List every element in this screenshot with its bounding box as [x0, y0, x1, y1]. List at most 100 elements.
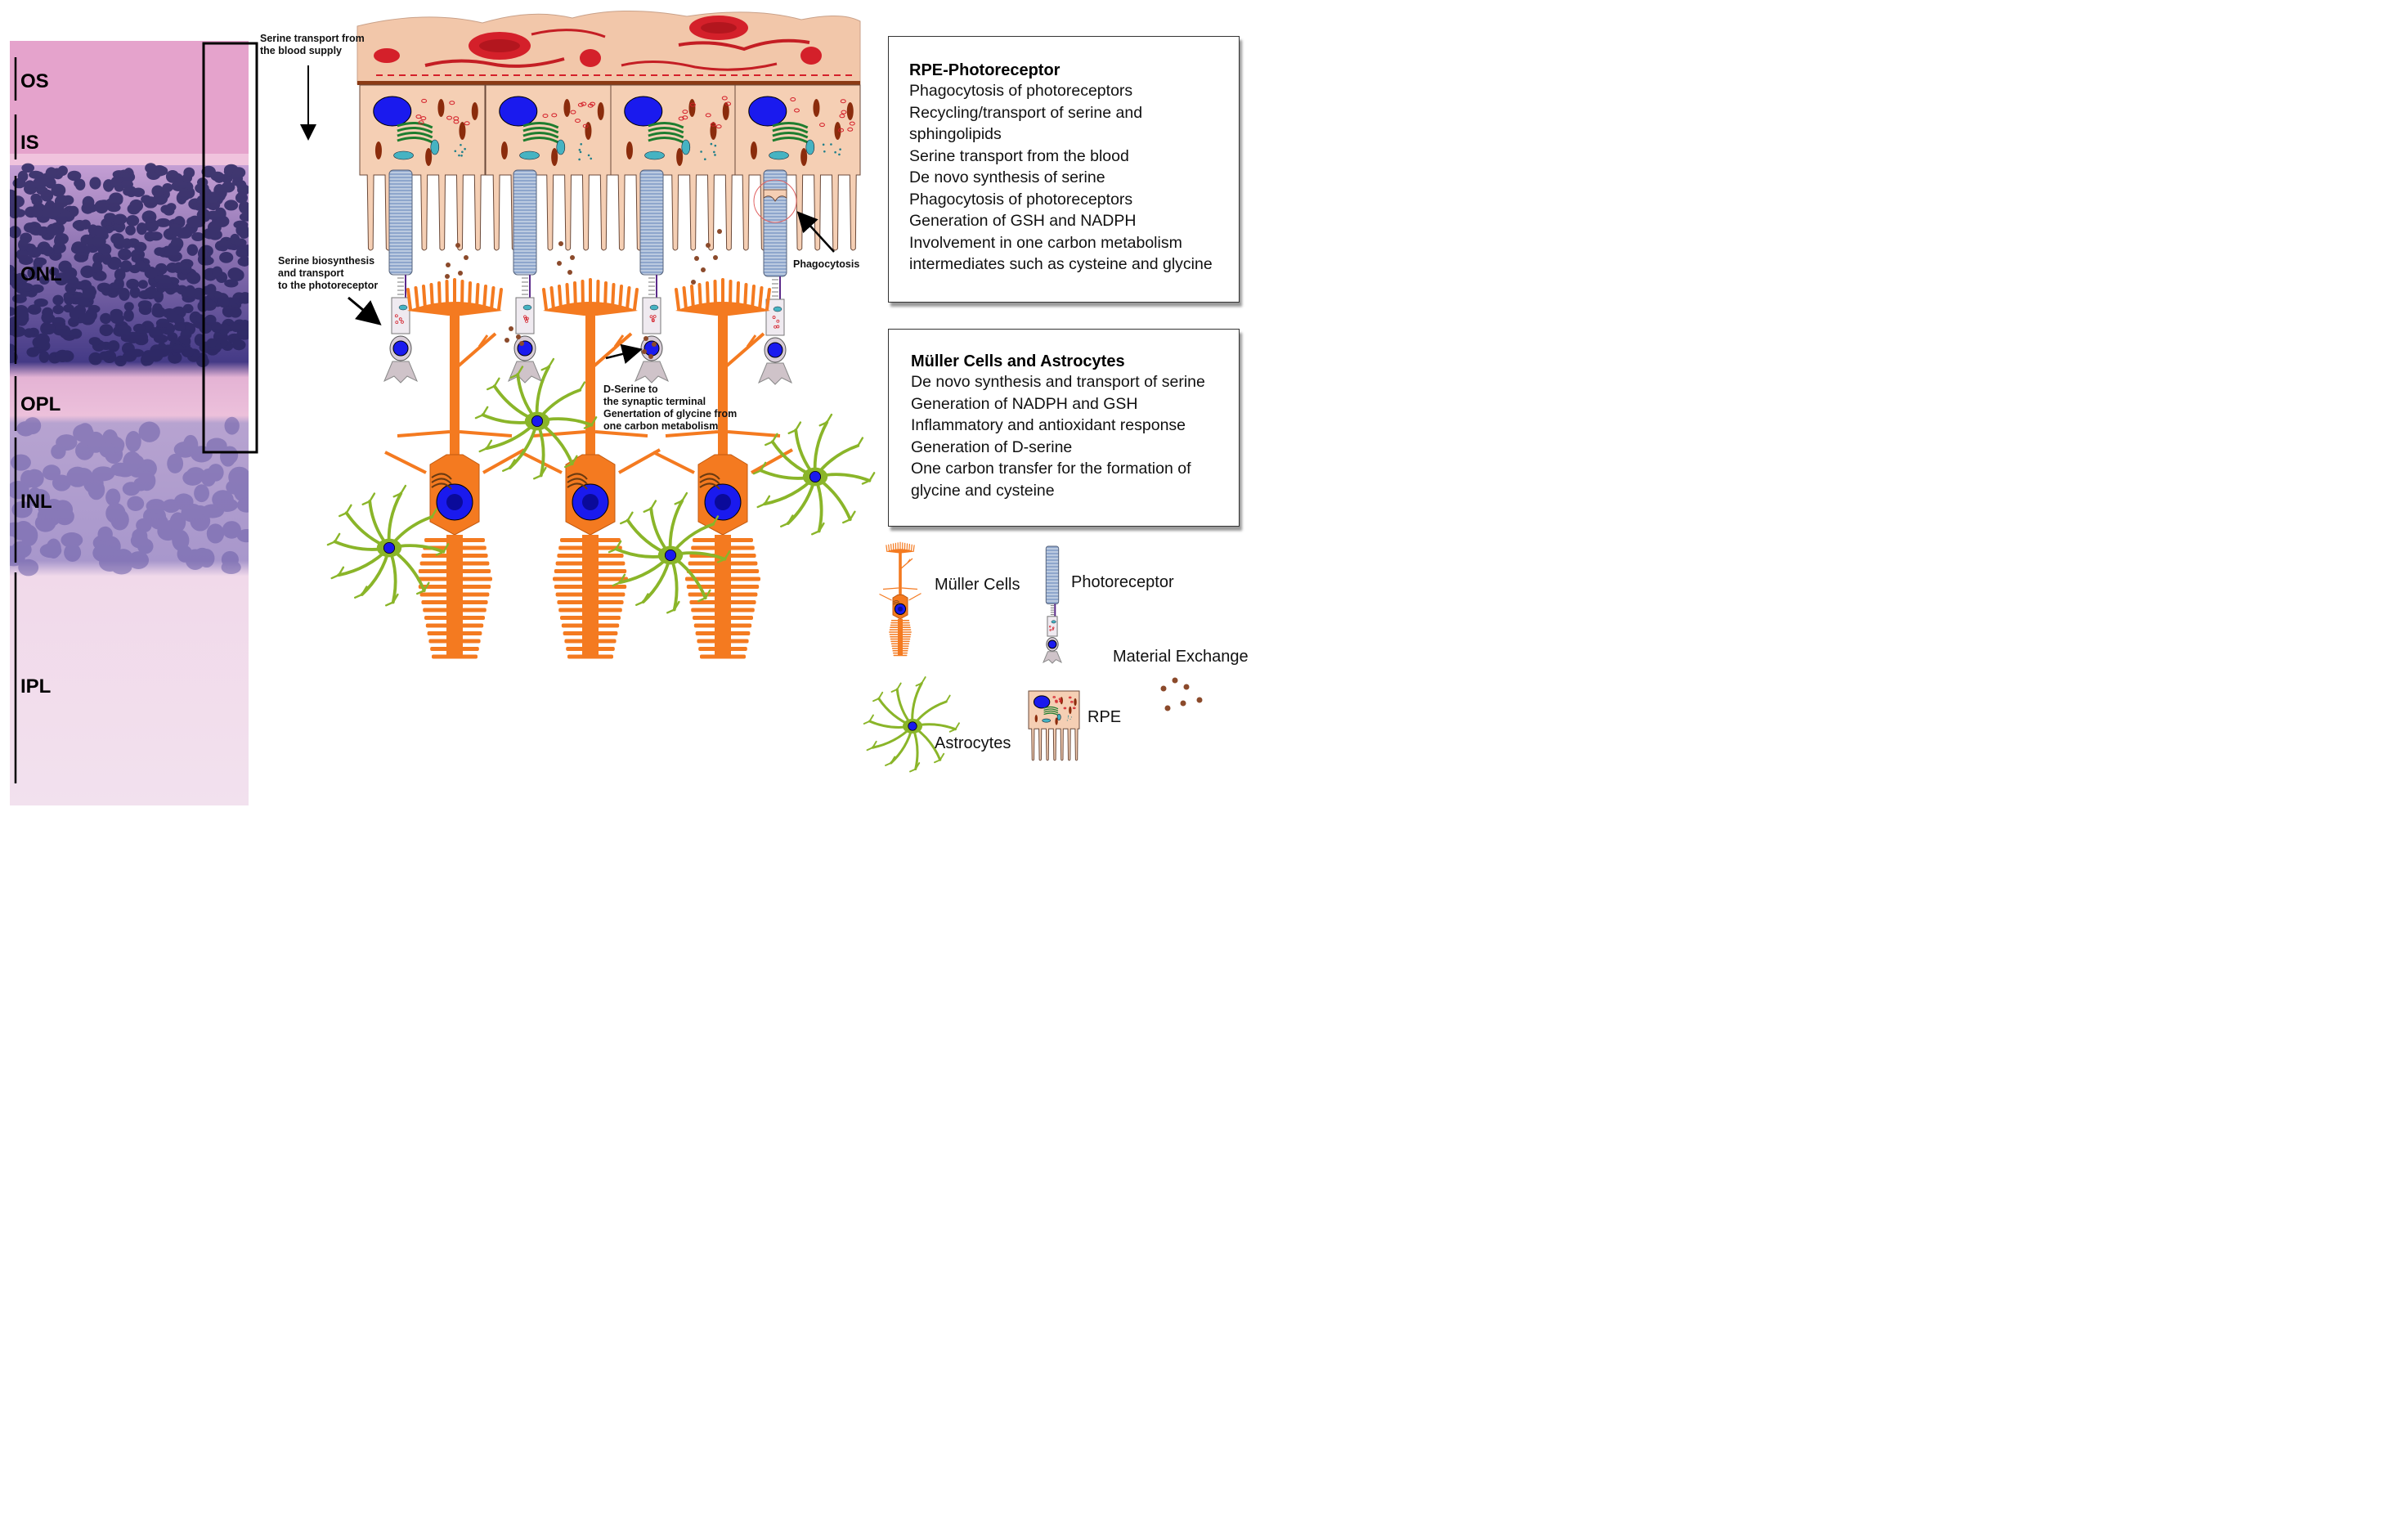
exchange-dot: [504, 338, 509, 343]
astrocyte-nucleus: [664, 549, 677, 562]
exchange-dot: [648, 354, 653, 359]
biosynthesis-arrow: [348, 296, 382, 325]
astrocyte-nucleus: [809, 470, 822, 483]
muller-trunk: [585, 312, 595, 460]
rpe-nucleus: [624, 96, 663, 127]
dserine-line-1: D-Serine to: [603, 384, 658, 395]
exchange-dot: [570, 255, 575, 260]
dserine-line-4: one carbon metabolism: [603, 420, 719, 432]
rpe-box-item: Generation of GSH and NADPH: [909, 212, 1137, 230]
exchange-dot: [458, 271, 463, 276]
rpe-box-item: De novo synthesis of serine: [909, 168, 1105, 186]
dserine-arrow: [605, 343, 643, 364]
exchange-dot: [509, 326, 513, 331]
layer-label-ipl: IPL: [20, 675, 52, 698]
layer-label-onl: ONL: [20, 263, 62, 285]
retina-section: [10, 41, 249, 805]
photoreceptor-nucleus: [643, 340, 660, 357]
muller-box-item: Inflammatory and antioxidant response: [911, 416, 1186, 434]
rpe-nucleus: [373, 96, 412, 127]
muller-box-list: De novo synthesis and transport of serin…: [911, 371, 1239, 501]
dserine-note: D-Serine to the synaptic terminal Genert…: [603, 384, 737, 433]
photoreceptors: [383, 169, 792, 385]
legend-muller-icon: [879, 541, 921, 657]
legend-rpe-label: RPE: [1087, 708, 1122, 726]
photoreceptor-outer-segment: [1045, 545, 1060, 604]
astrocyte-nucleus: [531, 415, 544, 428]
muller-trunk: [450, 312, 460, 460]
photoreceptor-synapse: [635, 361, 669, 384]
exchange-dot: [694, 256, 699, 261]
exchange-dot: [701, 267, 706, 272]
layer-label-opl: OPL: [20, 393, 61, 415]
photoreceptor-inner-segment: [391, 297, 410, 334]
exchange-dot: [464, 255, 469, 260]
exchange-dot: [519, 341, 524, 346]
legend-astrocytes-label: Astrocytes: [935, 734, 1011, 752]
biosynthesis-note: Serine biosynthesis and transport to the…: [278, 255, 378, 292]
legend-exchange-icon: [1160, 677, 1203, 711]
exchange-dot: [706, 243, 711, 248]
photoreceptor-outer-segment: [763, 169, 787, 277]
exchange-dot: [713, 255, 718, 260]
legend-muller-label: Müller Cells: [935, 576, 1020, 594]
rpe-nucleus: [748, 96, 787, 127]
rpe-box-title: RPE-Photoreceptor: [909, 61, 1061, 79]
photoreceptor-synapse: [758, 362, 792, 385]
photoreceptor-outer-segment: [639, 169, 664, 276]
exchange-dot: [557, 261, 562, 266]
exchange-dot: [455, 243, 460, 248]
material-exchange-dots: [445, 229, 722, 359]
exchange-dot: [643, 336, 648, 341]
muller-box-item: Generation of NADPH and GSH: [911, 394, 1138, 413]
histology-image: [10, 41, 249, 805]
legend-material-label: Material Exchange: [1113, 648, 1249, 666]
exchange-dot: [691, 280, 696, 285]
exchange-dot: [445, 274, 450, 279]
blood-supply-note: Serine transport from the blood supply: [260, 33, 365, 56]
photoreceptor-inner-segment: [1047, 616, 1058, 637]
phagocytosis-arrow: [796, 211, 835, 253]
layer-ticks: [14, 42, 258, 783]
rpe-nucleus: [499, 96, 538, 127]
muller-trunk: [899, 552, 902, 597]
photoreceptor-synapse: [1043, 651, 1062, 664]
muller-cells: [384, 278, 793, 659]
astrocyte-nucleus: [383, 541, 396, 554]
phagocytosis-note: Phagocytosis: [793, 258, 860, 270]
photoreceptor-synapse: [508, 361, 542, 384]
layer-label-inl: INL: [20, 491, 52, 513]
legend-photoreceptor-icon: [1043, 545, 1062, 664]
rpe-box-list: Phagocytosis of photoreceptors Recycling…: [909, 80, 1239, 276]
exchange-dot: [567, 270, 572, 275]
biosynthesis-line-2: and transport: [278, 267, 344, 279]
photoreceptor-outer-segment: [388, 169, 413, 276]
biosynthesis-line-3: to the photoreceptor: [278, 280, 379, 291]
layer-label-is: IS: [20, 132, 39, 154]
muller-box-title: Müller Cells and Astrocytes: [911, 352, 1125, 370]
phagocytosis-highlight: [753, 179, 797, 223]
legend-rpe-icon: [1028, 690, 1080, 761]
muller-box-item: glycine and cysteine: [911, 481, 1055, 500]
rpe-box-item: Involvement in one carbon metabolism: [909, 233, 1182, 252]
photoreceptor-nucleus: [392, 340, 409, 357]
rpe-box-item: Phagocytosis of photoreceptors: [909, 82, 1133, 100]
exchange-dot: [642, 349, 647, 354]
photoreceptor-nucleus: [767, 342, 783, 358]
legend-astrocyte-icon: [863, 676, 960, 773]
photoreceptor-nucleus: [1047, 639, 1057, 649]
dserine-line-2: the synaptic terminal: [603, 396, 706, 407]
exchange-dot: [446, 262, 451, 267]
rpe-box-item: intermediates such as cysteine and glyci…: [909, 255, 1213, 273]
exchange-dot: [516, 334, 521, 339]
layer-label-os: OS: [20, 70, 49, 92]
rpe-box-item: Recycling/transport of serine and: [909, 103, 1143, 122]
rpe-nucleus: [1033, 695, 1051, 709]
muller-box-item: One carbon transfer for the formation of: [911, 460, 1191, 478]
biosynthesis-line-1: Serine biosynthesis: [278, 255, 375, 267]
exchange-dot: [652, 342, 657, 347]
rpe-box-item: sphingolipids: [909, 125, 1002, 143]
muller-box-item: Generation of D-serine: [911, 437, 1073, 456]
rpe-photoreceptor-box: RPE-Photoreceptor Phagocytosis of photor…: [888, 36, 1240, 303]
muller-trunk: [718, 312, 728, 460]
